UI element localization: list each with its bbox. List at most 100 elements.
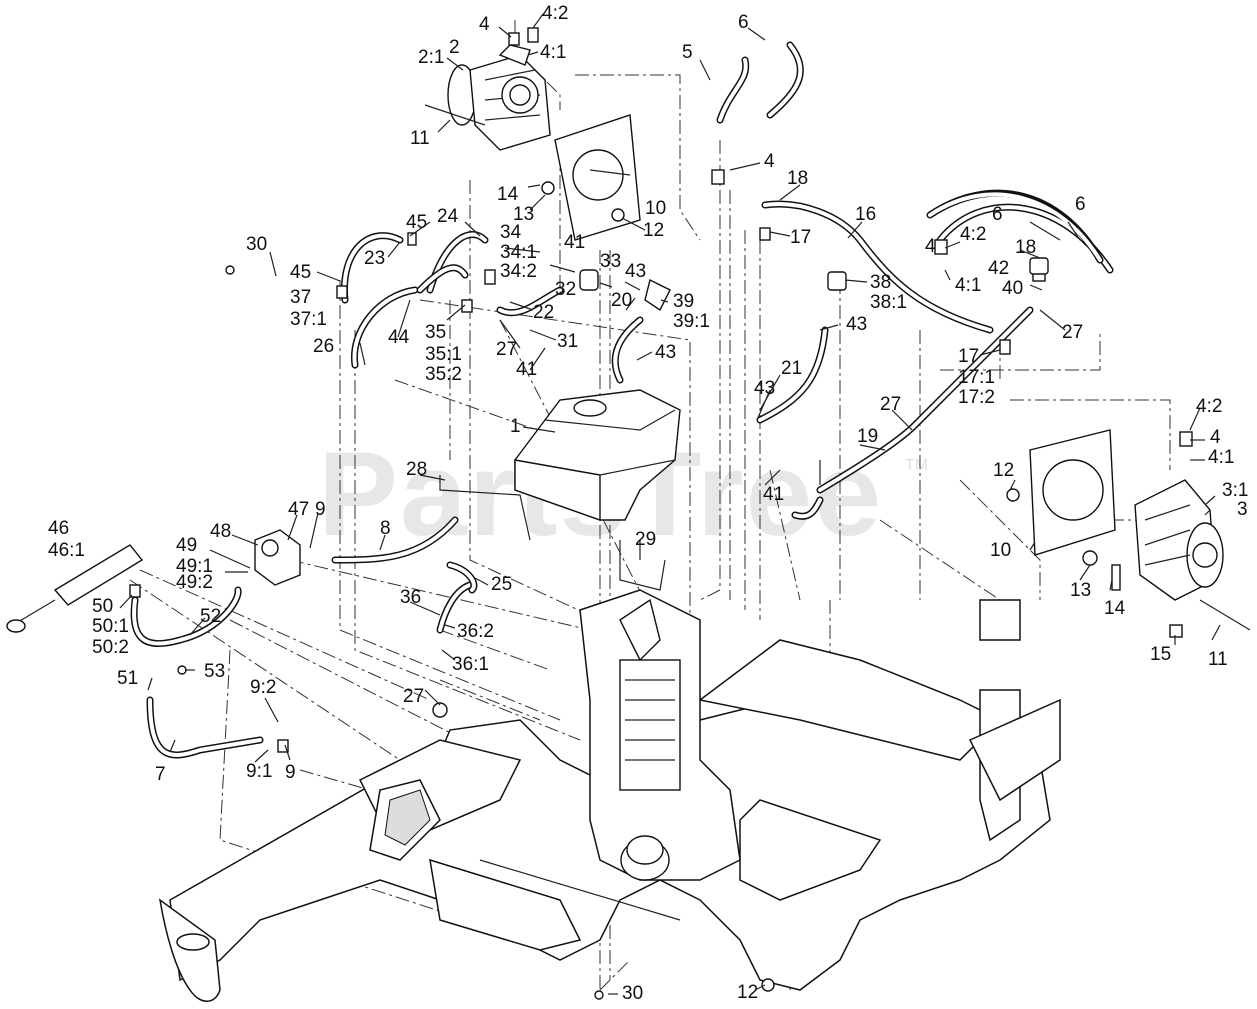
callout-11: 11 xyxy=(410,128,430,149)
callout-38: 38 xyxy=(870,272,891,293)
callout-16: 16 xyxy=(855,204,876,225)
callout-12: 12 xyxy=(993,460,1014,481)
callout-8: 8 xyxy=(380,518,391,539)
callout-30: 30 xyxy=(622,983,643,1004)
callout-26: 26 xyxy=(313,336,334,357)
callout-9: 9 xyxy=(285,762,296,783)
callout-4-1: 4:1 xyxy=(1208,447,1234,468)
callout-12: 12 xyxy=(643,220,664,241)
callout-34-1: 34:1 xyxy=(500,242,537,263)
callout-27: 27 xyxy=(1062,322,1083,343)
callout-52: 52 xyxy=(200,606,221,627)
callout-36-1: 36:1 xyxy=(452,654,489,675)
callout-40: 40 xyxy=(1002,278,1023,299)
callout-10: 10 xyxy=(645,198,666,219)
callout-38-1: 38:1 xyxy=(870,292,907,313)
callout-41: 41 xyxy=(564,232,585,253)
callout-20: 20 xyxy=(611,290,632,311)
callout-49: 49 xyxy=(176,535,197,556)
callout-47: 47 xyxy=(288,499,309,520)
callout-44: 44 xyxy=(388,327,410,348)
callout-41: 41 xyxy=(763,484,784,505)
callout-46: 46 xyxy=(48,518,69,539)
callout-27: 27 xyxy=(880,394,901,415)
callout-17-1: 17:1 xyxy=(958,367,995,388)
hoses xyxy=(130,41,1114,759)
callout-43: 43 xyxy=(655,342,676,363)
callout-23: 23 xyxy=(364,248,385,269)
callout-35: 35 xyxy=(425,322,446,343)
callout-50-2: 50:2 xyxy=(92,637,129,658)
plate-right-hole xyxy=(1042,459,1104,521)
callout-42: 42 xyxy=(988,258,1009,279)
callout-43: 43 xyxy=(625,261,646,282)
callout-14: 14 xyxy=(1104,598,1126,619)
callout-30: 30 xyxy=(246,234,267,255)
callout-14: 14 xyxy=(497,184,519,205)
callout-17-2: 17:2 xyxy=(958,387,995,408)
callout-33: 33 xyxy=(600,251,621,272)
callout-18: 18 xyxy=(787,168,808,189)
callout-5: 5 xyxy=(682,42,693,63)
center-pump-block xyxy=(579,589,741,881)
callout-50: 50 xyxy=(92,596,113,617)
callout-9-1: 9:1 xyxy=(246,761,272,782)
callout-37: 37 xyxy=(290,287,311,308)
callout-18: 18 xyxy=(1015,237,1036,258)
callout-11: 11 xyxy=(1208,649,1228,670)
callout-4: 4 xyxy=(925,236,936,257)
callout-32: 32 xyxy=(555,279,576,300)
bolt-11-left xyxy=(424,104,486,126)
callout-43: 43 xyxy=(754,378,775,399)
reservoir-tank xyxy=(514,389,681,521)
callout-15: 15 xyxy=(1150,644,1171,665)
callout-4-1: 4:1 xyxy=(955,275,981,296)
callout-2-1: 2:1 xyxy=(418,47,444,68)
callout-6: 6 xyxy=(992,204,1003,225)
callout-12: 12 xyxy=(737,982,758,1003)
callout-4: 4 xyxy=(1210,427,1221,448)
callout-22: 22 xyxy=(533,302,554,323)
callout-39-1: 39:1 xyxy=(673,311,710,332)
callout-labels: 2:1 2 4 4:2 4:1 11 5 6 4 14 13 10 12 18 … xyxy=(48,3,1248,1004)
callout-43: 43 xyxy=(846,314,867,335)
callout-27: 27 xyxy=(496,339,517,360)
callout-9-2: 9:2 xyxy=(250,677,276,698)
callout-19: 19 xyxy=(857,426,878,447)
callout-41: 41 xyxy=(516,359,537,380)
callout-21: 21 xyxy=(781,358,802,379)
callout-9: 9 xyxy=(315,499,326,520)
callout-36: 36 xyxy=(400,587,421,608)
callout-28: 28 xyxy=(406,459,427,480)
leader-lines xyxy=(119,13,1221,995)
callout-29: 29 xyxy=(635,529,656,550)
callout-13: 13 xyxy=(513,204,534,225)
callout-27: 27 xyxy=(403,686,424,707)
callout-31: 31 xyxy=(557,331,578,352)
callout-6: 6 xyxy=(738,12,749,33)
callout-45: 45 xyxy=(290,262,311,283)
watermark-trademark: TM xyxy=(905,457,928,474)
callout-4: 4 xyxy=(479,14,490,35)
callout-34-2: 34:2 xyxy=(500,261,537,282)
callout-46-1: 46:1 xyxy=(48,540,85,561)
tube-29 xyxy=(619,540,666,591)
callout-4-2: 4:2 xyxy=(1196,396,1222,417)
pump-left xyxy=(447,44,551,151)
callout-36-2: 36:2 xyxy=(457,621,494,642)
callout-7: 7 xyxy=(155,764,166,785)
callout-17: 17 xyxy=(790,227,811,248)
callout-49-1: 49:1 xyxy=(176,556,213,577)
callout-35-2: 35:2 xyxy=(425,364,462,385)
callout-3: 3 xyxy=(1237,499,1248,520)
callout-25: 25 xyxy=(491,574,512,595)
callout-17: 17 xyxy=(958,346,979,367)
callout-48: 48 xyxy=(210,521,231,542)
callout-37-1: 37:1 xyxy=(290,309,327,330)
callout-10: 10 xyxy=(990,540,1011,561)
callout-4: 4 xyxy=(764,151,775,172)
cylinder-46 xyxy=(6,544,144,633)
callout-51: 51 xyxy=(117,668,138,689)
bolt-11-right xyxy=(1199,599,1251,631)
